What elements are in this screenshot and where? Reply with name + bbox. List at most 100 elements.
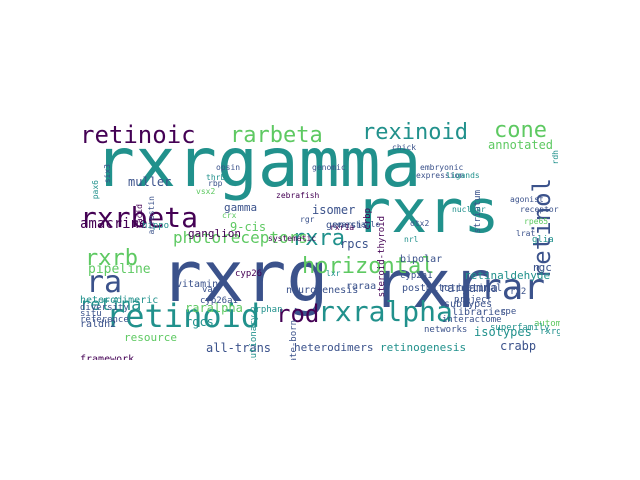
word-29: pipeline bbox=[88, 262, 151, 277]
word-40: heterodimers bbox=[294, 341, 374, 354]
word-60: hippo bbox=[142, 221, 170, 231]
word-13: rar bbox=[480, 267, 546, 308]
word-93: opsin bbox=[216, 163, 241, 172]
word-4: rxrbeta bbox=[80, 201, 199, 234]
word-54: rx2 bbox=[510, 287, 527, 297]
word-26: retina bbox=[80, 295, 142, 315]
word-87: six3 bbox=[103, 164, 112, 184]
word-2: rxrg bbox=[160, 236, 329, 318]
word-7: retinoic bbox=[80, 121, 196, 149]
word-64: genesis bbox=[326, 220, 369, 231]
word-46: libraries bbox=[452, 307, 507, 318]
word-89: rbp bbox=[208, 179, 223, 188]
word-8: rarbeta bbox=[230, 123, 323, 148]
word-38: crabp bbox=[500, 339, 537, 353]
word-95: zebrafish bbox=[276, 191, 320, 200]
word-20: muller bbox=[128, 175, 172, 189]
word-62: cyp26a1 bbox=[200, 296, 238, 306]
word-18: photoreceptors bbox=[173, 228, 308, 247]
word-92: rpe65 bbox=[524, 217, 549, 226]
word-33: 9-cis bbox=[230, 220, 267, 234]
word-73: searchable bbox=[332, 220, 381, 229]
word-52: glia bbox=[532, 235, 554, 245]
word-3: rxr bbox=[372, 246, 492, 323]
word-49: networks bbox=[424, 325, 468, 335]
word-63: cyp2h1 bbox=[400, 271, 433, 281]
word-57: vitamin bbox=[176, 279, 219, 290]
word-78: acid bbox=[135, 204, 144, 224]
word-56: situ bbox=[80, 309, 102, 319]
word-25: retinaldehyde bbox=[464, 269, 551, 282]
word-94: thrb bbox=[206, 173, 226, 182]
word-82: crx bbox=[222, 211, 237, 220]
word-10: cone bbox=[494, 120, 547, 143]
word-66: orphan bbox=[250, 305, 283, 315]
word-102: nuclear bbox=[452, 205, 486, 214]
word-88: vsx2 bbox=[196, 187, 216, 196]
word-15: ra bbox=[86, 265, 123, 300]
word-58: vad bbox=[202, 285, 219, 295]
word-31: bipolar bbox=[400, 254, 443, 265]
word-39: all-trans bbox=[206, 341, 272, 355]
word-34: raraa bbox=[346, 281, 377, 292]
word-21: ganglion bbox=[188, 227, 241, 240]
word-101: receptor bbox=[520, 205, 559, 214]
word-50: rxrga bbox=[540, 327, 560, 337]
word-72: rxr1a bbox=[330, 223, 355, 232]
word-12: horizontal bbox=[302, 254, 435, 279]
word-99: ligands bbox=[446, 171, 480, 180]
word-30: rgc bbox=[532, 261, 552, 274]
word-19: amacrine bbox=[80, 216, 148, 232]
word-14: rod bbox=[276, 300, 320, 328]
word-84: nrl bbox=[404, 235, 419, 244]
word-55: diversity bbox=[80, 303, 129, 313]
word-98: expression bbox=[416, 171, 465, 180]
word-16: rxrb bbox=[85, 246, 138, 271]
word-97: embryonic bbox=[420, 163, 464, 172]
word-32: gamma bbox=[224, 201, 258, 214]
word-70: project bbox=[454, 295, 492, 305]
word-0: rxrgamma bbox=[94, 124, 422, 203]
word-45: heterodimeric bbox=[80, 295, 159, 306]
word-81: lxr bbox=[326, 269, 341, 278]
word-59: reference bbox=[80, 315, 129, 325]
word-27: raralpha bbox=[185, 301, 243, 315]
word-68: postmitotic bbox=[402, 283, 469, 294]
word-42: resource bbox=[124, 331, 177, 344]
word-80: genomic bbox=[312, 163, 346, 172]
word-83: rgr bbox=[300, 215, 315, 224]
word-61: cyp26 bbox=[235, 269, 263, 279]
word-86: pax6 bbox=[91, 180, 100, 200]
word-96: chick bbox=[392, 143, 417, 152]
word-77: crbp bbox=[363, 208, 373, 230]
word-44: raldh2 bbox=[80, 319, 117, 330]
word-35: retinal bbox=[460, 283, 503, 294]
word-24: rargamma bbox=[440, 281, 498, 295]
word-22: isomer bbox=[312, 203, 356, 217]
word-48: subtypes bbox=[444, 299, 493, 310]
word-1: rxrs bbox=[355, 177, 500, 247]
word-17: rxra bbox=[292, 226, 345, 251]
word-28: rgcs bbox=[185, 315, 214, 329]
word-79: arrestin bbox=[147, 196, 156, 235]
word-69: superfamily bbox=[490, 323, 550, 333]
word-67: late-born bbox=[289, 320, 299, 360]
word-41: retinogenesis bbox=[380, 341, 467, 354]
word-23: rpcs bbox=[340, 237, 369, 251]
word-47: neurogenesis bbox=[286, 285, 359, 296]
word-85: otx2 bbox=[410, 219, 430, 228]
word-37: isotypes bbox=[474, 325, 532, 339]
word-43: framework bbox=[80, 354, 135, 361]
word-6: rxralpha bbox=[318, 295, 453, 328]
word-90: rdh bbox=[551, 150, 560, 165]
word-75: interactome bbox=[442, 315, 502, 325]
word-36: annotated bbox=[488, 138, 554, 152]
word-65: evolutionary bbox=[249, 315, 259, 360]
word-51: rpe bbox=[500, 307, 517, 317]
word-100: agonist bbox=[510, 195, 544, 204]
word-74: systematic bbox=[268, 234, 317, 243]
word-91: lrat bbox=[516, 229, 536, 238]
word-53: automated bbox=[534, 319, 560, 329]
